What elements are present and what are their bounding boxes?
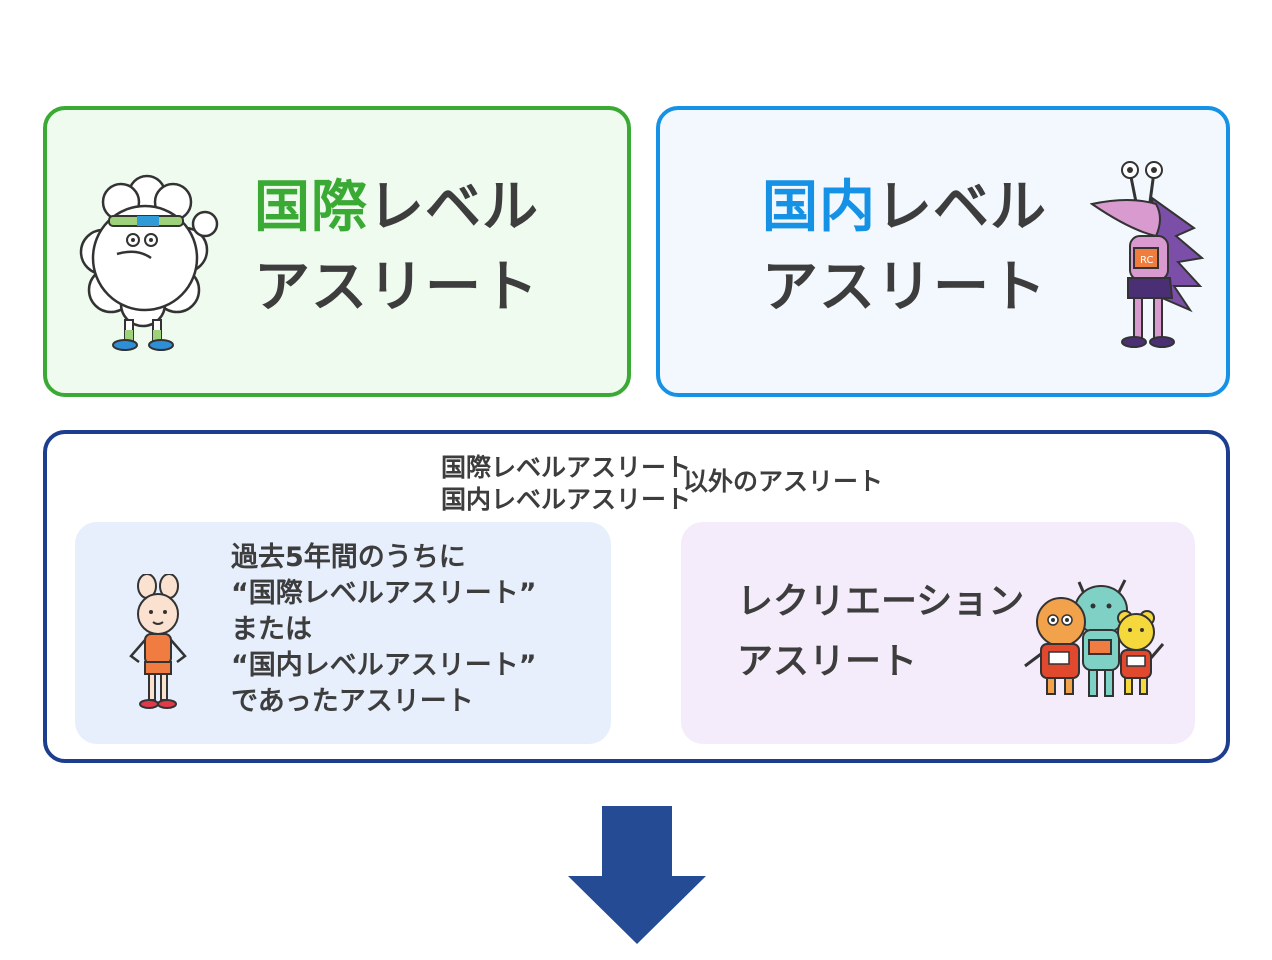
past-line-5: であったアスリート (231, 686, 474, 717)
mascot-group-icon (1021, 574, 1167, 704)
recreation-line-1: レクリエーション (737, 581, 1025, 622)
past-line-1: 過去5年間のうちに (231, 542, 466, 573)
international-title-line2: アスリート (254, 255, 539, 320)
domestic-title: 国内レベル アスリート (762, 168, 1047, 328)
domestic-level-box: 国内レベル アスリート RC (656, 106, 1230, 397)
international-accent: 国際 (254, 175, 368, 240)
domestic-accent: 国内 (762, 175, 876, 240)
rabbit-mascot-icon (125, 574, 191, 714)
recreation-line-2: アスリート (737, 641, 918, 682)
down-arrow-icon (568, 806, 706, 946)
cloud-mascot-icon (67, 172, 227, 352)
past-athlete-card: 過去5年間のうちに “国際レベルアスリート” または “国内レベルアスリート” … (75, 522, 611, 744)
other-athletes-box: 国際レベルアスリート 国内レベルアスリート 以外のアスリート (43, 430, 1230, 763)
international-title-rest: レベル (368, 175, 539, 240)
past-line-3: または (231, 614, 312, 645)
purple-creature-icon: RC (1090, 158, 1210, 358)
svg-text:RC: RC (1140, 255, 1153, 266)
other-header: 国際レベルアスリート 国内レベルアスリート 以外のアスリート (441, 452, 901, 518)
domestic-title-rest: レベル (876, 175, 1047, 240)
header-suffix: 以外のアスリート (683, 467, 884, 496)
header-line-domestic: 国内レベルアスリート (441, 485, 692, 514)
past-line-4: “国内レベルアスリート” (231, 650, 537, 681)
international-level-box: 国際レベル アスリート (43, 106, 631, 397)
international-title: 国際レベル アスリート (254, 168, 539, 328)
recreation-athlete-card: レクリエーション アスリート (681, 522, 1195, 744)
past-line-2: “国際レベルアスリート” (231, 578, 537, 609)
domestic-title-line2: アスリート (762, 255, 1047, 320)
header-line-international: 国際レベルアスリート (441, 453, 692, 482)
